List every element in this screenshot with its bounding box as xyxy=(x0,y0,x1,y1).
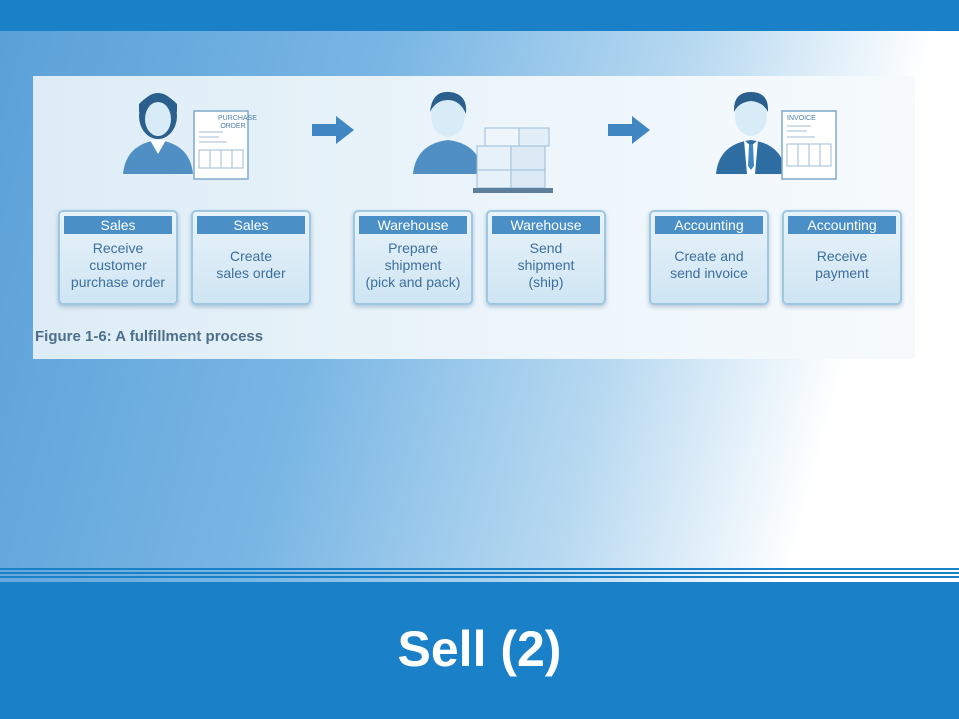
task-label: Receive customer purchase order xyxy=(70,240,166,290)
salesperson-icon xyxy=(123,93,193,174)
department-label: Warehouse xyxy=(492,216,600,234)
warehouse-worker-icon xyxy=(413,91,483,174)
arrow-right-icon xyxy=(312,116,354,144)
accountant-icon xyxy=(716,92,786,174)
step-create-send-invoice: Accounting Create and send invoice xyxy=(649,210,769,305)
step-create-sales-order: Sales Create sales order xyxy=(191,210,311,305)
department-label: Warehouse xyxy=(359,216,467,234)
step-receive-payment: Accounting Receive payment xyxy=(782,210,902,305)
department-label: Accounting xyxy=(655,216,763,234)
shipping-boxes-icon xyxy=(473,127,553,193)
step-send-shipment: Warehouse Send shipment (ship) xyxy=(486,210,606,305)
task-label: Prepare shipment (pick and pack) xyxy=(365,240,461,290)
department-label: Accounting xyxy=(788,216,896,234)
department-label: Sales xyxy=(64,216,172,234)
slide-title: Sell (2) xyxy=(397,621,562,677)
step-prepare-shipment: Warehouse Prepare shipment (pick and pac… xyxy=(353,210,473,305)
invoice-label: INVOICE xyxy=(787,115,816,122)
task-label: Create and send invoice xyxy=(670,248,748,281)
step-receive-purchase-order: Sales Receive customer purchase order xyxy=(58,210,178,305)
arrow-right-icon xyxy=(608,116,650,144)
task-label: Send shipment (ship) xyxy=(517,240,575,290)
task-label: Create sales order xyxy=(216,248,286,281)
invoice-document-icon xyxy=(781,110,837,180)
department-label: Sales xyxy=(197,216,305,234)
fulfillment-figure: PURCHASE ORDER INVOIC xyxy=(33,76,915,359)
top-bar xyxy=(0,0,959,31)
task-label: Receive payment xyxy=(815,248,869,281)
divider-lines xyxy=(0,568,959,582)
purchase-order-label: PURCHASE ORDER xyxy=(218,115,257,130)
figure-caption: Figure 1-6: A fulfillment process xyxy=(35,328,264,345)
title-band xyxy=(0,582,959,719)
purchase-order-document-icon xyxy=(193,110,249,180)
